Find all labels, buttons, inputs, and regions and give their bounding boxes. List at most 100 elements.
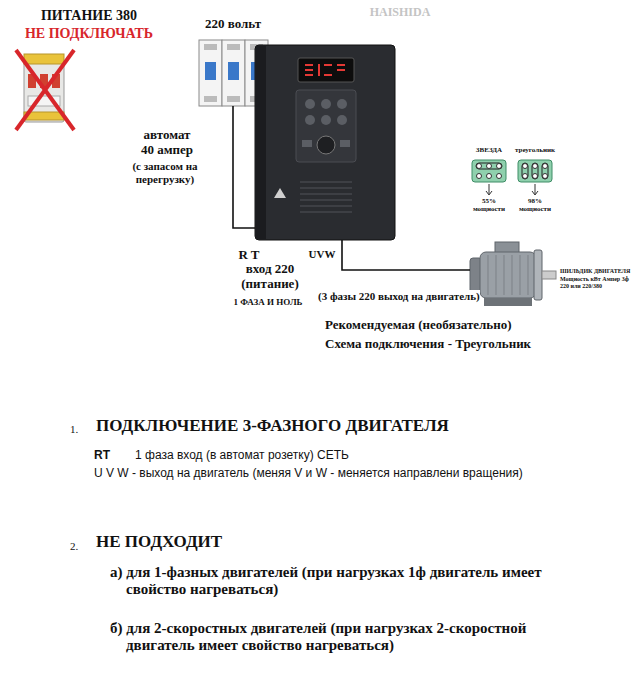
delta-terminal-box-part <box>535 184 536 194</box>
inverter-drawing-part <box>317 136 335 154</box>
inverter-drawing-part <box>305 115 315 125</box>
text-holder: (3 фазы 220 выход на двигатель) <box>318 290 480 303</box>
nameplate-heading: ШИЛЬДИК ДВИГАТЕЛЯ <box>560 268 632 275</box>
text-holder: 1 фаза вход (в автомат розетку) СЕТЬ <box>135 449 349 463</box>
crossed-breaker-part <box>16 50 74 130</box>
motor-drawing-part <box>484 298 532 306</box>
inverter-node: R TUVW <box>255 45 395 240</box>
delta-terminal-box-part <box>533 164 538 169</box>
crossed-breaker <box>16 50 74 130</box>
text-holder: ЗВЕЗДА <box>464 146 514 154</box>
text-holder: 98% мощности <box>517 197 553 213</box>
text-holder: ПОДКЛЮЧЕНИЕ 3-ФАЗНОГО ДВИГАТЕЛЯ <box>96 416 449 436</box>
breaker-220-part <box>204 44 217 50</box>
motor-node: ШИЛЬДИК ДВИГАТЕЛЯМощность кВт Ампер 3ф 2… <box>470 240 558 308</box>
motor-drawing-part <box>520 255 521 295</box>
inverter-drawing-part <box>318 64 320 76</box>
inverter-drawing-part <box>256 46 266 239</box>
delta-terminal-box-part <box>532 191 538 195</box>
watermark: HAISHIDA <box>350 6 450 20</box>
scheme-name: треугольник <box>508 146 562 154</box>
voltage-label: 220 вольт <box>190 17 276 32</box>
inverter-drawing-part <box>337 115 347 125</box>
text-holder: 2. <box>70 540 78 553</box>
motor-drawing-part <box>480 252 536 298</box>
list-number: 1. <box>70 423 78 436</box>
crossed-breaker-part <box>16 50 74 130</box>
text-holder: автомат 40 ампер <box>136 128 198 158</box>
inverter-drawing-part <box>302 140 312 147</box>
inverter-drawing-part <box>300 205 352 207</box>
breaker-220-part <box>228 62 239 80</box>
text-holder: треугольник <box>508 146 562 154</box>
section-heading: ПОДКЛЮЧЕНИЕ 3-ФАЗНОГО ДВИГАТЕЛЯ <box>96 416 449 436</box>
text-holder: а) для 1-фазных двигателей (при нагрузка… <box>110 564 570 599</box>
motor-drawing-part <box>542 271 556 279</box>
scheme-name: ЗВЕЗДА <box>464 146 514 154</box>
motor-drawing-part <box>534 250 542 300</box>
star-terminal-box-part <box>489 184 490 194</box>
breaker-220-part <box>227 96 240 102</box>
text-holder: 220 вольт <box>190 17 276 32</box>
delta-terminal-box-part <box>542 163 548 179</box>
text-holder: RT <box>94 449 110 463</box>
inverter-drawing-part <box>305 64 313 66</box>
star-terminal-box-part <box>472 160 506 182</box>
warning-text: НЕ ПОДКЛЮЧАТЬ <box>14 26 164 42</box>
note-text: а) для 1-фазных двигателей (при нагрузка… <box>110 564 570 599</box>
text-holder: Схема подключения - Треугольник <box>325 337 531 352</box>
breaker-220-part <box>205 62 216 80</box>
text-holder: Рекомендуемая (необязательно) <box>325 318 512 333</box>
inverter-drawing-part <box>305 99 315 109</box>
star-terminal-box-part <box>487 174 492 179</box>
star-terminal-box-part <box>497 164 502 169</box>
text-holder: 1. <box>70 423 78 436</box>
motor-drawing-part <box>488 255 489 295</box>
breaker-220-part <box>199 40 222 106</box>
motor-drawing <box>470 242 556 306</box>
text-holder: ШИЛЬДИК ДВИГАТЕЛЯ <box>560 268 632 275</box>
inverter-drawing-part <box>300 181 352 183</box>
star-terminal-box <box>472 160 506 195</box>
inverter-drawing-part <box>324 74 332 76</box>
motor-drawing-part <box>528 255 529 295</box>
text-holder: R T <box>233 248 265 263</box>
delta-terminal-box-part <box>522 163 528 179</box>
inverter-drawing-part <box>305 74 313 76</box>
star-terminal-box-part <box>497 174 502 179</box>
breaker-node: 220 вольт <box>198 40 268 106</box>
inverter-drawing-part <box>274 188 286 198</box>
delta-terminal-box <box>518 160 552 195</box>
list-number: 2. <box>70 540 78 553</box>
text-holder: UVW <box>305 248 339 261</box>
breaker-220-part <box>227 44 240 50</box>
delta-node: треугольник98% мощности <box>512 142 558 222</box>
inverter-drawing-part <box>324 64 332 66</box>
recommend-note: Рекомендуемая (необязательно) <box>325 318 512 333</box>
input-label: вход 220 (питание) <box>226 262 314 292</box>
breaker-220-part <box>204 96 217 102</box>
inverter-drawing-part <box>300 211 352 213</box>
delta-terminal-box-part <box>518 160 552 182</box>
terminal-name: UVW <box>305 248 339 261</box>
inverter-drawing-part <box>337 69 345 71</box>
text-holder: ПИТАНИЕ 380 <box>14 8 164 24</box>
note-text: 1 фаза вход (в автомат розетку) СЕТЬ <box>135 449 349 463</box>
delta-terminal-box-part <box>533 174 538 179</box>
wire-connector <box>342 240 470 270</box>
power-note: 98% мощности <box>517 197 553 213</box>
breaker-note: (с запасом на перегрузку) <box>130 160 200 185</box>
delta-terminal-box-part <box>523 164 528 169</box>
star-terminal-box-part <box>476 163 502 169</box>
text-holder: 1 ФАЗА И НОЛЬ <box>216 297 320 307</box>
warning-label-node: ПИТАНИЕ 380 НЕ ПОДКЛЮЧАТЬ <box>14 8 164 44</box>
delta-terminal-box-part <box>523 174 528 179</box>
input-note: 1 ФАЗА И НОЛЬ <box>216 297 320 307</box>
section-heading: НЕ ПОДХОДИТ <box>96 532 222 552</box>
text-holder: U V W - выход на двигатель (меняя V и W … <box>94 467 523 481</box>
text-holder: (с запасом на перегрузку) <box>130 160 200 185</box>
nameplate-text: Мощность кВт Ампер 3ф 220 или 220/380 <box>560 276 632 290</box>
motor-drawing-part <box>496 255 497 295</box>
